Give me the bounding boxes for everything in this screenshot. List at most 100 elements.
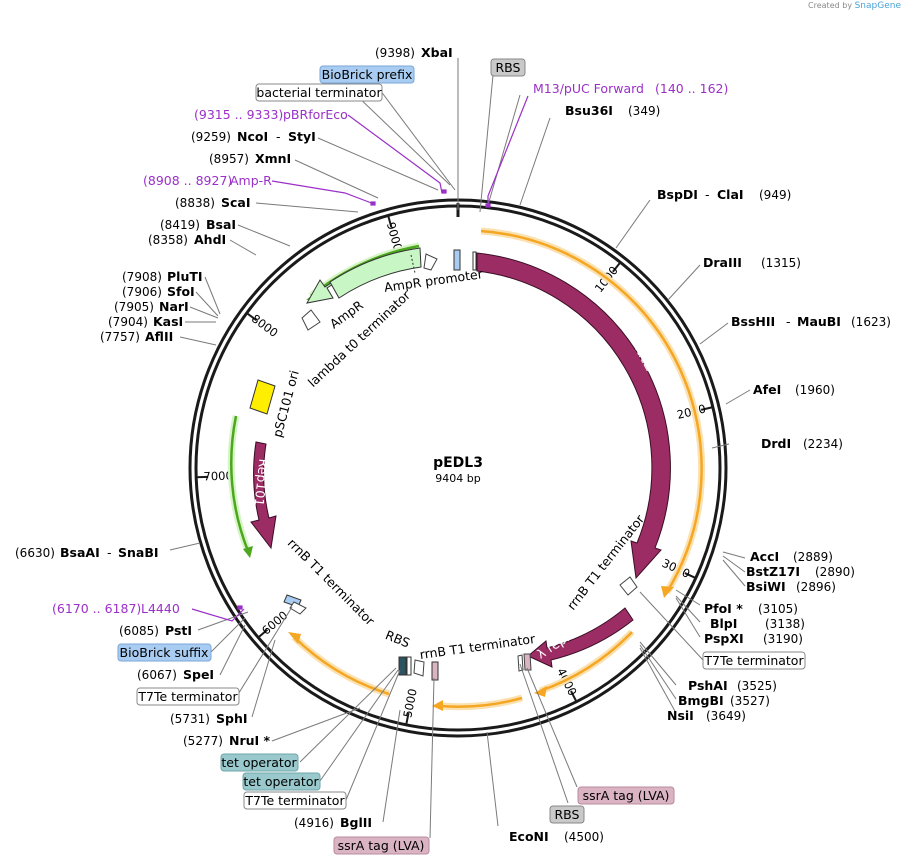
svg-text:AfeI: AfeI — [753, 382, 781, 397]
svg-text:SfoI: SfoI — [167, 284, 195, 299]
svg-text:(4916): (4916) — [294, 816, 334, 830]
ruler-tick — [405, 712, 410, 726]
enzyme-name: NcoI — [237, 129, 268, 144]
ssra-bottom-label: ssrA tag (LVA) — [338, 838, 425, 853]
t7te-bottom-label: T7Te terminator — [244, 793, 345, 808]
enzyme-name: StyI — [288, 129, 316, 144]
features — [249, 203, 671, 681]
ruler-tick-label: 7000 — [203, 468, 233, 483]
snapgene-credit: Created by SnapGene — [808, 1, 901, 11]
svg-text:(8838): (8838) — [175, 196, 215, 210]
svg-text:BglII: BglII — [340, 815, 372, 830]
biobrick-prefix-block[interactable] — [453, 249, 461, 271]
bacterial-terminator-label: bacterial terminator — [256, 85, 382, 100]
svg-text:PstI: PstI — [165, 623, 192, 638]
ssra-bottom-block[interactable] — [431, 661, 439, 681]
svg-text:(8419): (8419) — [160, 218, 200, 232]
svg-text:(7904): (7904) — [108, 315, 148, 329]
biobrick-suffix-label: BioBrick suffix — [120, 645, 209, 660]
ruler-tick — [246, 312, 257, 321]
svg-text:-: - — [786, 314, 791, 329]
svg-text:(1623): (1623) — [851, 315, 891, 329]
svg-text:NarI: NarI — [159, 299, 189, 314]
svg-text:BmgBI: BmgBI — [678, 693, 724, 708]
svg-text:BssHII: BssHII — [731, 314, 775, 329]
svg-text:(349): (349) — [628, 104, 660, 118]
plasmid-size: 9404 bp — [435, 472, 480, 485]
svg-text:(7757): (7757) — [100, 330, 140, 344]
enzymes-right: Bsu36I (349) BspDI - ClaI (949) DraIII (… — [565, 103, 891, 723]
rbs-inner-label: RBS — [383, 627, 412, 650]
ssra-right-block[interactable] — [523, 653, 532, 671]
svg-text:(7908): (7908) — [122, 270, 162, 284]
primer-labels: M13/pUC Forward (140 .. 162) (9315 .. 93… — [52, 81, 728, 616]
ruler-tick — [612, 261, 622, 273]
svg-text:BsiWI: BsiWI — [746, 579, 786, 594]
svg-text:(2234): (2234) — [803, 437, 843, 451]
svg-text:(4500): (4500) — [564, 830, 604, 844]
svg-text:SpeI: SpeI — [183, 667, 214, 682]
enzymes-bottom-left: (6085) PstI (6067) SpeI (5731) SphI (527… — [119, 623, 604, 844]
svg-text:PluTI: PluTI — [167, 269, 203, 284]
orf-arcs — [227, 227, 706, 711]
biobrick-prefix-label: BioBrick prefix — [322, 67, 413, 82]
rrnb-right-block[interactable] — [619, 576, 638, 596]
rep101-arrow[interactable] — [250, 441, 277, 550]
svg-text:AflII: AflII — [145, 329, 173, 344]
svg-text:PshAI: PshAI — [688, 678, 728, 693]
svg-text:Amp-R: Amp-R — [230, 173, 272, 188]
svg-text:MauBI: MauBI — [797, 314, 841, 329]
svg-text:DraIII: DraIII — [703, 255, 742, 270]
svg-text:(3190): (3190) — [763, 632, 803, 646]
psc101-ori-block[interactable] — [249, 379, 276, 415]
enzymes-top-left: (9398) XbaI (9259) NcoI - StyI (8957) Xm… — [15, 45, 453, 560]
tet-operator-block[interactable] — [398, 656, 407, 676]
svg-text:(3138): (3138) — [765, 617, 805, 631]
svg-text:ScaI: ScaI — [221, 195, 251, 210]
plasmid-name: pEDL3 — [433, 455, 483, 471]
svg-text:BspDI: BspDI — [657, 187, 698, 202]
svg-text:(6630): (6630) — [15, 546, 55, 560]
svg-text:EcoNI: EcoNI — [509, 829, 549, 844]
t7te-right-label: T7Te terminator — [703, 653, 804, 668]
enzyme-pos: (9398) — [375, 46, 415, 60]
psc101-ori-label: pSC101 ori — [270, 369, 302, 439]
lacz-arrow[interactable] — [476, 252, 671, 580]
svg-text:XmnI: XmnI — [255, 151, 291, 166]
svg-text:(2890): (2890) — [815, 565, 855, 579]
svg-text:KasI: KasI — [153, 314, 183, 329]
svg-text:PfoI *: PfoI * — [704, 601, 743, 616]
rrnb-bottom-block[interactable] — [413, 659, 425, 677]
svg-text:BsaAI: BsaAI — [60, 545, 100, 560]
svg-text:(3649): (3649) — [706, 709, 746, 723]
svg-text:M13/pUC Forward: M13/pUC Forward — [533, 81, 644, 96]
svg-text:(5277): (5277) — [183, 734, 223, 748]
svg-text:AccI: AccI — [750, 549, 779, 564]
ruler-tick-label: 8000 — [249, 311, 281, 340]
primer-leaders — [191, 95, 529, 622]
snapgene-logo-text: SnapGene — [854, 1, 901, 11]
svg-text:NruI *: NruI * — [229, 733, 271, 748]
svg-text:(1960): (1960) — [795, 383, 835, 397]
enzyme-pos: (9259) — [191, 130, 231, 144]
lambda-repressor-arrow[interactable] — [527, 607, 634, 668]
svg-text:DrdI: DrdI — [761, 436, 791, 451]
svg-text:-: - — [276, 129, 281, 144]
svg-text:ClaI: ClaI — [717, 187, 744, 202]
svg-text:(3105): (3105) — [758, 602, 798, 616]
svg-text:(140 .. 162): (140 .. 162) — [655, 81, 728, 96]
svg-text:(6067): (6067) — [137, 668, 177, 682]
svg-text:BlpI: BlpI — [710, 616, 737, 631]
ruler-tick-label: 6000 — [259, 608, 290, 638]
tet-operator-2-label: tet operator — [243, 774, 319, 789]
created-by-text: Created by — [808, 1, 853, 10]
lambda-t0-block[interactable] — [301, 309, 321, 331]
rep101-label: Rep101 — [252, 458, 272, 507]
ssra-right-label: ssrA tag (LVA) — [583, 788, 670, 803]
svg-text:(7905): (7905) — [114, 300, 154, 314]
svg-text:BsaI: BsaI — [206, 217, 236, 232]
ampr-promoter-arrow[interactable] — [423, 253, 438, 271]
svg-text:(2889): (2889) — [793, 550, 833, 564]
ruler-tick — [570, 690, 578, 703]
svg-text:(6170 .. 6187): (6170 .. 6187) — [52, 601, 141, 616]
